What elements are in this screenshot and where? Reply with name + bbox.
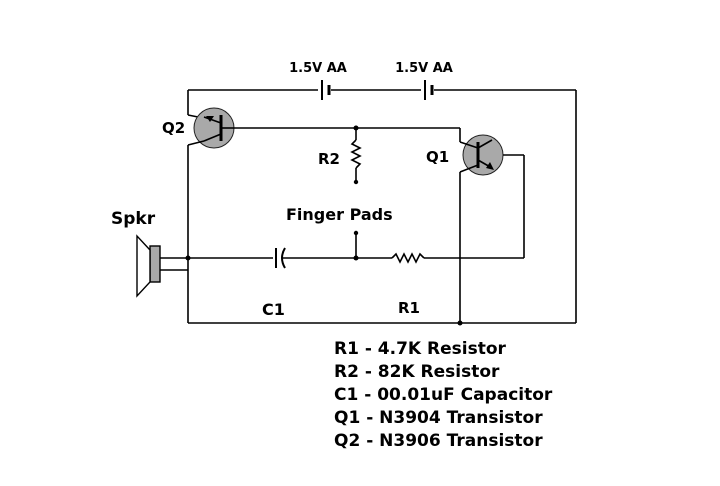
c1-label: C1 (262, 300, 285, 319)
battery-2 (424, 80, 434, 100)
legend-q2: Q2 - N3906 Transistor (334, 431, 543, 451)
left-middle-junction (185, 255, 191, 261)
finger-pad-terminal (353, 230, 359, 236)
component-legend: R1 - 4.7K Resistor R2 - 82K Resistor C1 … (334, 338, 552, 453)
legend-r1: R1 - 4.7K Resistor (334, 339, 506, 359)
bottom-junction (457, 320, 463, 326)
top-rail-wire (188, 89, 577, 323)
q1-emitter-lead (459, 164, 479, 173)
battery-1 (321, 80, 331, 100)
finger-pads-label: Finger Pads (286, 205, 393, 224)
legend-q1: Q1 - N3904 Transistor (334, 408, 543, 428)
r1-label: R1 (398, 299, 420, 317)
r1-resistor (391, 252, 425, 264)
q2-transistor (193, 107, 235, 149)
battery-2-label: 1.5V AA (395, 61, 453, 76)
q2-collector-lead (187, 140, 205, 146)
q1-label: Q1 (426, 148, 449, 166)
battery-1-label: 1.5V AA (289, 61, 347, 76)
q1-transistor (459, 134, 504, 176)
legend-c1: C1 - 00.01uF Capacitor (334, 385, 553, 405)
speaker-symbol (136, 234, 161, 298)
r2-label: R2 (318, 150, 340, 168)
r2-resistor (350, 128, 362, 185)
legend-r2: R2 - 82K Resistor (334, 362, 500, 382)
speaker-label: Spkr (111, 209, 156, 229)
q2-label: Q2 (162, 119, 185, 137)
